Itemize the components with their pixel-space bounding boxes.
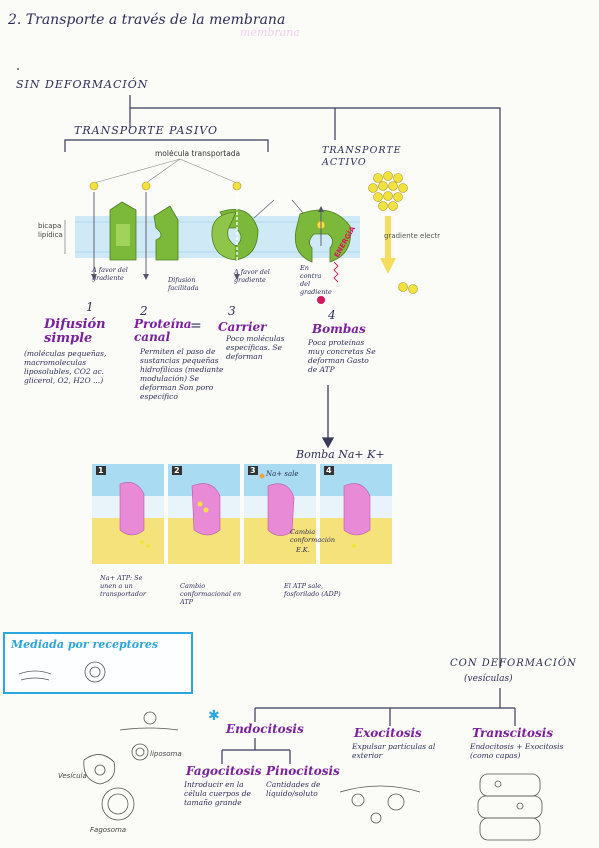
item-1-number: 1 (86, 300, 94, 314)
endocitosis-label: Endocitosis (226, 722, 304, 736)
pump-protein (294, 209, 351, 263)
panel-number-4: 4 (324, 466, 334, 475)
bomba-title: Bomba Na+ K+ (296, 448, 385, 461)
panel-number-2: 2 (172, 466, 182, 475)
transcitosis-desc: Endocitosis + Exocitosis (como capas) (470, 742, 564, 760)
fagosoma-label: Fagosoma (90, 826, 126, 834)
vesicula-label: Vesícula (58, 772, 87, 780)
equals-sign: = (190, 318, 202, 334)
gradient-molecules (368, 171, 418, 294)
transporte-activo-label: TRANSPORTE ACTIVO (322, 145, 402, 168)
fagocitosis-label: Fagocitosis (186, 764, 262, 778)
asterisk-icon: ✱ (208, 708, 220, 724)
panel3-label: Na+ sale (266, 470, 299, 478)
liposoma-label: liposoma (150, 750, 182, 758)
panel-2 (168, 464, 240, 564)
fagocitosis-desc: Introducir en la célula cuerpos de tamañ… (184, 780, 251, 807)
receptor-sketch (18, 661, 106, 683)
pinocitosis-desc: Cantidades de líquido/soluto (266, 780, 321, 798)
pinocitosis-label: Pinocitosis (266, 764, 340, 778)
panel-number-3: 3 (248, 466, 258, 475)
carrier-protein (153, 205, 179, 261)
item-4-desc: Poca proteínas muy concretas Se deforman… (308, 338, 376, 374)
panel3-label2: Cambia conformación (290, 528, 336, 544)
endocytosis-sketches: Vesícula liposoma Fagosoma (58, 711, 543, 841)
gradiente-label: gradiente electroquímico (384, 232, 440, 240)
item-2-number: 2 (140, 304, 148, 318)
section-title: 2. Transporte a través de la membrana (8, 12, 286, 28)
con-deformacion-sub: (vesículas) (464, 674, 513, 684)
molecula-label: molécula transportada (155, 150, 240, 158)
receptor-mediated-box: Mediada por receptores (3, 632, 193, 694)
item-3-desc: Poco moléculas específicas. Se deforman (226, 334, 285, 361)
panel-4 (320, 464, 392, 564)
transporte-pasivo-label: TRANSPORTE PASIVO (74, 124, 219, 137)
bomba-note-3: El ATP sale, fosforilado (ADP) (284, 582, 341, 598)
item-1-desc: (moléculas pequeñas, macromoleculas lipo… (24, 349, 107, 385)
item-4-title: Bombas (312, 322, 366, 336)
exocitosis-label: Exocitosis (354, 726, 422, 740)
panel-number-1: 1 (96, 466, 106, 475)
difusion-facilitada-label: Difusión facilitada (168, 276, 199, 292)
panel-1 (92, 464, 164, 564)
exocitosis-desc: Expulsar partículas al exterior (352, 742, 436, 760)
receptor-mediated-label: Mediada por receptores (11, 638, 159, 651)
bomba-note-1: Na+ ATP: Se unen a un transportador (100, 574, 146, 598)
faint-watermark-text: membrana (240, 26, 300, 39)
item-1-title: Difusión simple (44, 317, 106, 346)
item-4-number: 4 (328, 308, 336, 322)
en-contra-label: En contra del gradiente (300, 264, 332, 296)
panel-3 (244, 464, 316, 564)
sin-deformacion-label: SIN DEFORMACIÓN (16, 78, 149, 91)
panel3-ek: E.K. (296, 546, 310, 554)
a-favor2-label: A favor del gradiente (234, 268, 270, 284)
item-3-number: 3 (228, 304, 236, 318)
bicapa-label: bicapa lipídica (38, 222, 63, 239)
item-3-title: Carrier (218, 320, 267, 334)
bomba-note-2: Cambio conformacional en ATP (180, 582, 242, 606)
membrane-transport-figure: molécula transportada ENERGÍA gr (64, 150, 440, 304)
item-2-title: Proteína canal (134, 317, 192, 344)
bomba-panels (92, 464, 392, 564)
a-favor-label: A favor del gradiente (92, 266, 128, 282)
transcitosis-label: Transcitosis (472, 726, 554, 740)
con-deformacion-label: CON DEFORMACIÓN (450, 658, 577, 669)
item-2-desc: Permiten el paso de sustancias pequeñas … (140, 347, 224, 401)
